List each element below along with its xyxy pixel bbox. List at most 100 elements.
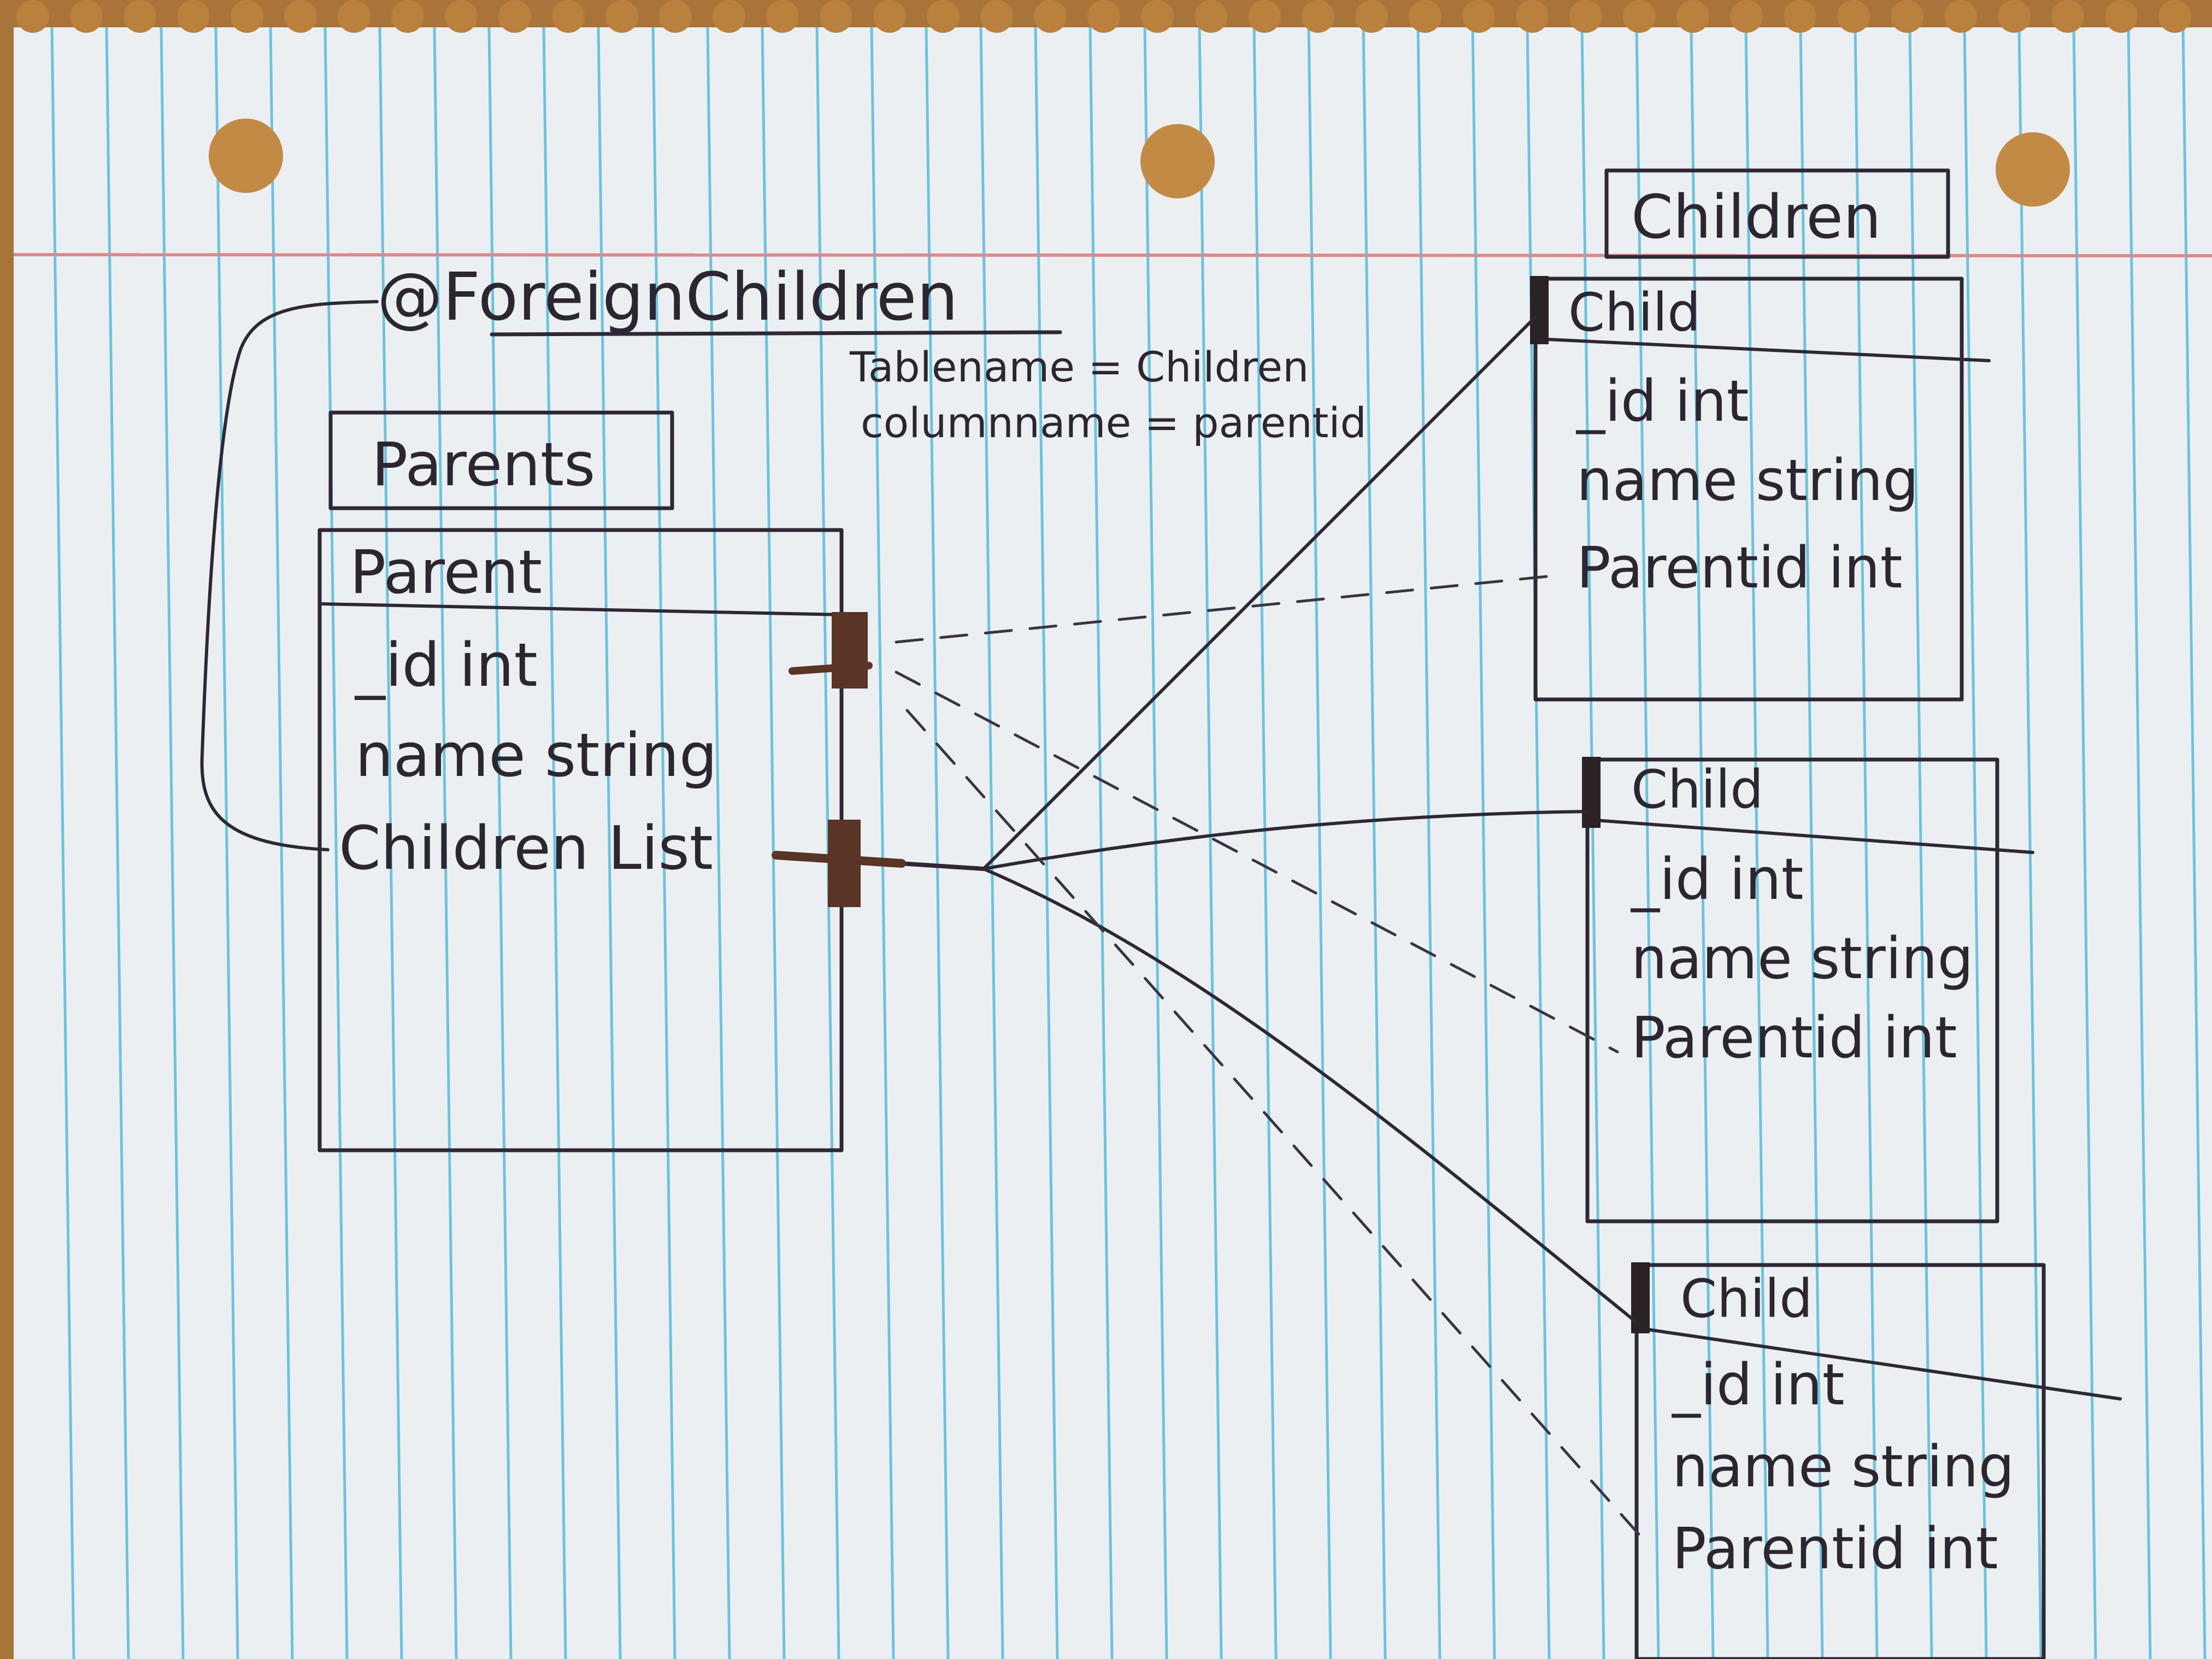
spiral-hole [1623,0,1656,33]
spiral-hole [123,0,156,33]
rule-line [2127,27,2152,1659]
rule-line [706,27,731,1659]
child-1-name: Child [1568,282,1701,343]
spiral-hole [2051,0,2084,33]
rule-line [1252,27,1278,1659]
spiral-hole [284,0,317,33]
child-1-field-name: name string [1576,447,1919,514]
foreign-children-annotation: @ForeignChildren Tablename = Children co… [377,260,1367,447]
rule-line [2181,27,2207,1659]
spiral-hole [70,0,103,33]
spiral-hole [927,0,960,33]
spiral-hole [1569,0,1602,33]
id-key-connector [832,612,868,689]
solid-link-child-2 [982,810,1589,870]
annotation-title: @ForeignChildren [377,260,958,336]
child-2-box [1585,757,1999,1223]
spiral-hole [231,0,263,33]
rule-line [160,27,185,1659]
rule-line [1690,27,1715,1659]
child-1-box [1533,276,1964,702]
child-2-field-id: _id int [1630,846,1804,913]
child-2-field-name: name string [1631,925,1974,992]
child-entity-2: Child _id int name string Parentid int [1582,757,2034,1223]
spiral-hole [1676,0,1709,33]
spiral-holes [16,0,2191,33]
child-entity-1: Child _id int name string Parentid int [1530,276,1991,702]
children-list-marker-stub [772,851,906,868]
parent-field-id: _id int [354,630,538,700]
child-2-key-marker [1582,757,1601,828]
spiral-hole [713,0,745,33]
parent-header-divider [318,602,843,616]
dashed-link-parentid-3 [905,709,1646,1543]
rule-line [1635,27,1660,1659]
spiral-hole [177,0,210,33]
spiral-hole [1784,0,1816,33]
dashed-link-parentid-1 [895,575,1548,644]
rule-line [651,27,676,1659]
ruled-lines [50,27,2207,1659]
parent-entity-name: Parent [350,537,542,607]
spiral-hole [1730,0,1763,33]
dashed-link-parentid-2 [895,670,1619,1054]
parents-title-box [328,410,674,510]
annotation-tablename: Tablename = Children [849,343,1309,391]
spiral-hole [1302,0,1334,33]
spiral-hole [391,0,424,33]
rule-line [979,27,1004,1659]
rule-line [1362,27,1387,1659]
spiral-hole [1837,0,1870,33]
solid-link-child-1 [982,315,1537,870]
spiral-hole [873,0,906,33]
parent-field-children: Children List [339,813,713,883]
rule-line [1580,27,1605,1659]
id-key-stub [789,662,873,675]
rule-line [1854,27,1879,1659]
child-3-box [1634,1263,2046,1659]
child-2-name: Child [1631,759,1763,820]
child-3-name: Child [1680,1268,1813,1329]
child-3-header-divider [1635,1326,2122,1401]
rule-line [214,27,239,1659]
child-entity-3: Child _id int name string Parentid int [1631,1262,2122,1659]
annotation-columnname: columnname = parentid [861,398,1367,447]
rule-line [378,27,403,1659]
spiral-hole [1516,0,1549,33]
spiral-hole [1141,0,1174,33]
child-3-field-id: _id int [1671,1351,1845,1418]
relationship-lines [772,315,1646,1543]
child-3-field-name: name string [1672,1433,2015,1500]
rule-line [1089,27,1114,1659]
rule-line [487,27,513,1659]
children-title-box [1604,168,1950,259]
spiral-hole [605,0,638,33]
spiral-hole [820,0,852,33]
parent-field-name: name string [355,720,717,790]
spiral-hole [980,0,1013,33]
children-title: Children [1631,182,1881,252]
spiral-hole [445,0,478,33]
annotation-bracket [200,300,379,851]
rule-line [433,27,458,1659]
child-3-key-marker [1631,1262,1650,1333]
binder-hole-left [209,119,283,193]
spiral-hole [1034,0,1067,33]
child-1-field-parentid: Parentid int [1576,534,1902,601]
rule-line [2072,27,2097,1659]
rule-line [870,27,895,1659]
notebook-paper [14,27,2212,1659]
rule-line [50,27,75,1659]
spiral-hole [1944,0,1977,33]
rule-line [1307,27,1332,1659]
children-table: Children Child _id int name string Paren… [1530,168,2122,1659]
rule-line [1799,27,1824,1659]
spiral-hole [498,0,531,33]
rule-line [1198,27,1223,1659]
child-2-field-parentid: Parentid int [1631,1004,1957,1071]
child-1-field-id: _id int [1575,368,1749,434]
spiral-hole [552,0,585,33]
spiral-hole [1462,0,1495,33]
parents-table: Parents Parent _id int name string Child… [317,410,844,1152]
child-2-header-divider [1586,818,2034,854]
